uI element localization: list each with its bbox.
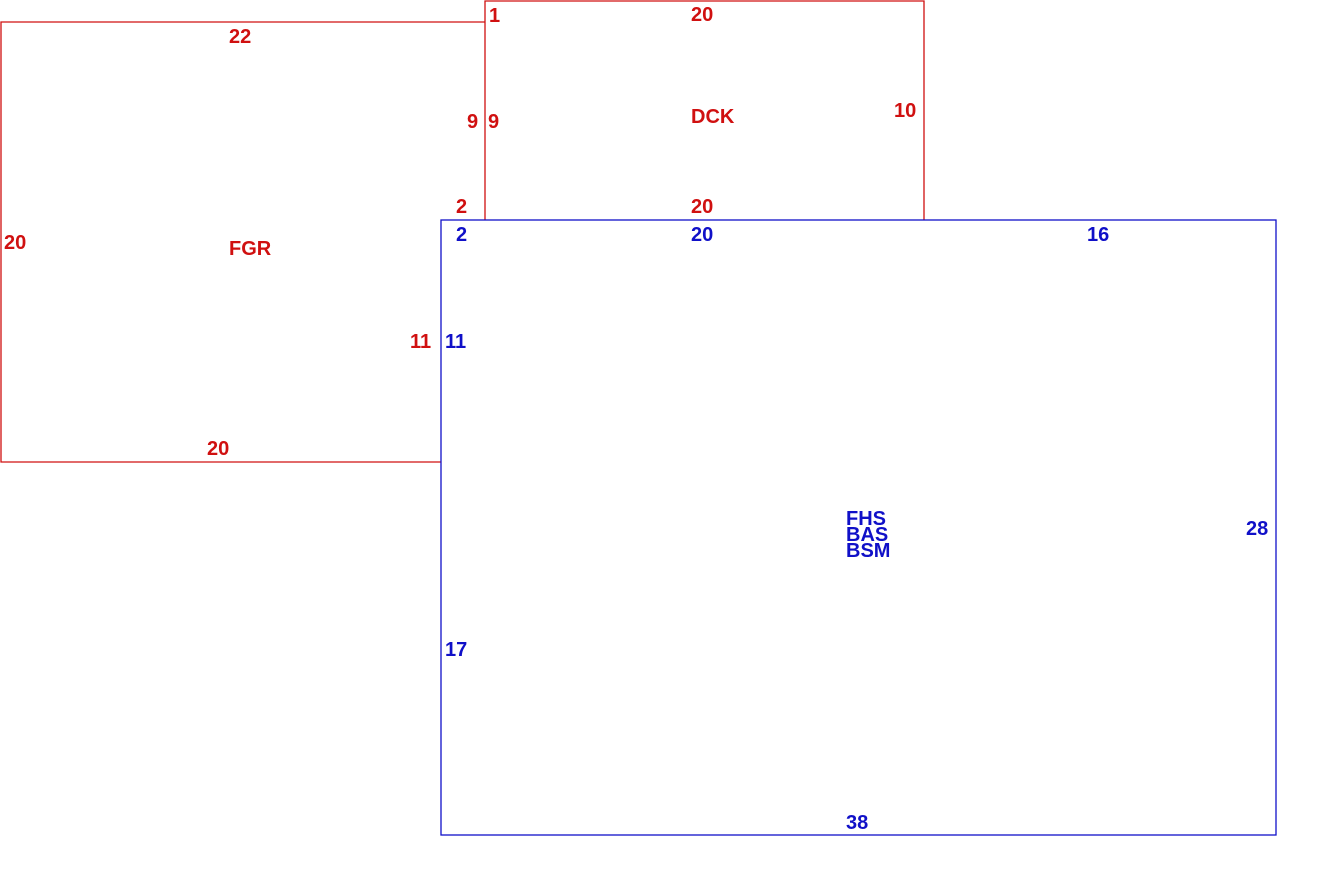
main-left-upper-dimension: 11 xyxy=(445,331,466,353)
main-top-left-dimension: 2 xyxy=(456,224,467,246)
dck-top-left-dimension: 1 xyxy=(489,5,500,27)
dck-area-code: DCK xyxy=(691,106,735,128)
fgr-outline xyxy=(0,21,485,463)
fgr-top-dimension: 22 xyxy=(229,26,251,48)
main-left-lower-dimension: 17 xyxy=(445,639,467,661)
dck-bottom-dimension: 20 xyxy=(691,196,713,218)
fgr-bottom-dimension: 20 xyxy=(207,438,229,460)
main-top-right-dimension: 16 xyxy=(1087,224,1109,246)
fgr-right-upper-dimension: 2 xyxy=(456,196,467,218)
main-outline xyxy=(440,219,1277,836)
fgr-right-dimension: 11 xyxy=(410,331,431,353)
main-area-code-fhs: FHS xyxy=(846,508,886,530)
fgr-area-code: FGR xyxy=(229,238,272,260)
dck-top-dimension: 20 xyxy=(691,4,713,26)
dck-outline xyxy=(484,0,925,220)
main-bottom-dimension: 38 xyxy=(846,812,868,834)
main-area-code-bas: BAS xyxy=(846,524,888,546)
dck-left-dimension: 9 xyxy=(488,111,499,133)
fgr-right-mid-dimension: 9 xyxy=(467,111,478,133)
main-right-dimension: 28 xyxy=(1246,518,1268,540)
main-area-code-bsm: BSM xyxy=(846,540,890,562)
main-top-dimension: 20 xyxy=(691,224,713,246)
fgr-left-dimension: 20 xyxy=(4,232,26,254)
dck-right-dimension: 10 xyxy=(894,100,916,122)
